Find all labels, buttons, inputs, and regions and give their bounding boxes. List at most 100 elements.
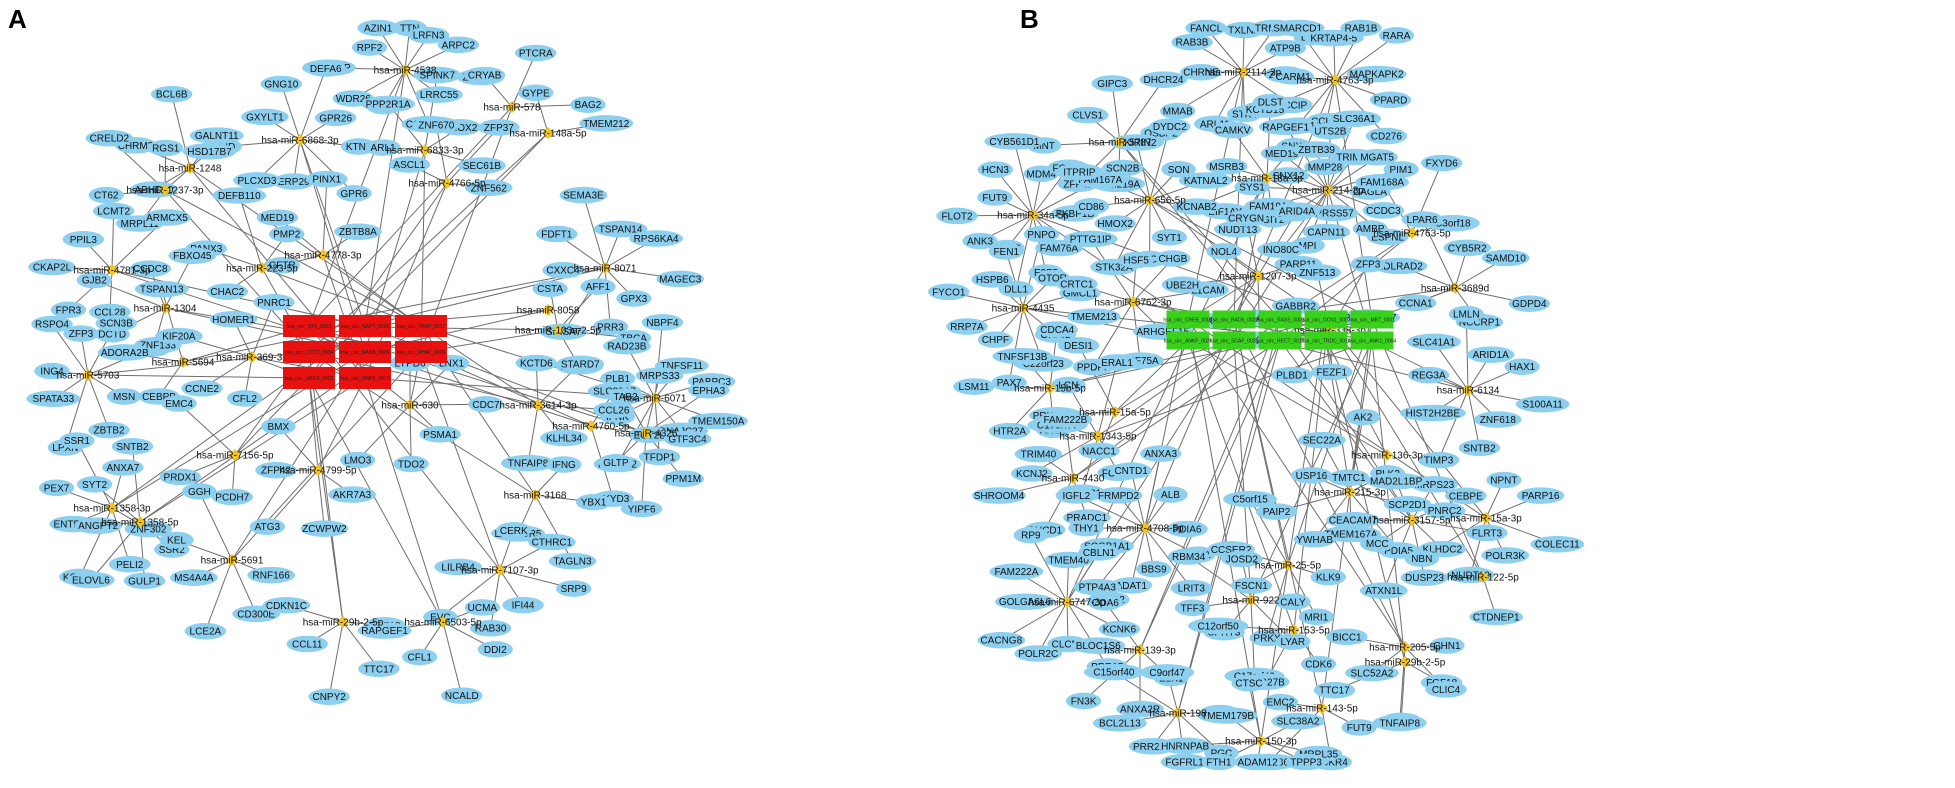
gene-node-golga6l6[interactable]: GOLGA6L6 xyxy=(994,593,1056,610)
gene-node-rspo4[interactable]: RSPO4 xyxy=(31,315,73,333)
gene-node-gulp1[interactable]: GULP1 xyxy=(123,572,166,590)
gene-node-lce2a[interactable]: LCE2A xyxy=(184,622,227,640)
gene-node-cyb5r2[interactable]: CYB5R2 xyxy=(1443,239,1492,257)
gene-node-lmo3[interactable]: LMO3 xyxy=(340,451,376,469)
gene-node-tagln3[interactable]: TAGLN3 xyxy=(548,552,597,570)
mirna-node-hsa-mir-4538[interactable]: hsa-miR-4538 xyxy=(374,64,437,77)
gene-node-lcmt2[interactable]: LCMT2 xyxy=(92,202,135,220)
gene-node-kctd6[interactable]: KCTD6 xyxy=(515,354,558,372)
gene-node-tmem213[interactable]: TMEM213 xyxy=(1066,308,1121,325)
circrna-node-hsa-circ-trap[interactable]: hsa_circ_TRAP_0017 xyxy=(395,315,447,337)
mirna-node-hsa-mir-1304[interactable]: hsa-miR-1304 xyxy=(134,302,197,315)
gene-node-arl1[interactable]: ARL1 xyxy=(365,139,401,156)
circrna-node-hsa-circ-scaf[interactable]: hsa_circ_SCAF_0025 xyxy=(1210,331,1259,350)
mirna-node-hsa-mir-15a-5p[interactable]: hsa-miR-15a-5p xyxy=(1079,406,1151,419)
mirna-node-hsa-mir-6134[interactable]: hsa-miR-6134 xyxy=(1437,384,1500,397)
gene-node-stard7[interactable]: STARD7 xyxy=(556,355,605,373)
gene-node-msn[interactable]: MSN xyxy=(106,388,142,405)
gene-node-c15orf40[interactable]: C15orf40 xyxy=(1083,663,1144,681)
gene-node-cftr[interactable]: CFTR xyxy=(264,256,300,274)
circrna-node-hsa-circ-ranb[interactable]: hsa_circ_RANB_0006 xyxy=(339,341,391,363)
gene-node-fn3k[interactable]: FN3K xyxy=(1065,692,1102,710)
circrna-node-hsa-circ-cct2[interactable]: hsa_circ_CCT2_0004 xyxy=(283,341,335,363)
mirna-node-hsa-mir-5694[interactable]: hsa-miR-5694 xyxy=(152,356,215,369)
gene-node-zbtb8a[interactable]: ZBTB8A xyxy=(334,223,382,240)
gene-node-lilrb4[interactable]: LILRB4 xyxy=(434,558,482,576)
gene-node-caly[interactable]: CALY xyxy=(1275,593,1311,611)
gene-node-ing4[interactable]: ING4 xyxy=(34,362,70,380)
gene-node-rad23b[interactable]: RAD23B xyxy=(603,337,651,355)
gene-node-pnrc2[interactable]: PNRC2 xyxy=(1423,502,1466,519)
circrna-node-hsa-circ-abca[interactable]: hsa_circ_ABCA_0002 xyxy=(283,367,335,389)
gene-node-hspb6[interactable]: HSPB6 xyxy=(971,271,1013,288)
gene-node-desi1[interactable]: DESI1 xyxy=(1057,337,1100,354)
gene-node-peli2[interactable]: PELI2 xyxy=(108,556,151,573)
gene-node-hsf5[interactable]: HSF5 xyxy=(1118,251,1154,269)
mirna-node-hsa-mir-4766-5p[interactable]: hsa-miR-4766-5p xyxy=(408,177,486,190)
gene-node-ino80c[interactable]: INO80C xyxy=(1257,241,1305,258)
gene-node-cdc7[interactable]: CDC7 xyxy=(468,396,504,413)
mirna-node-hsa-mir-205-5p[interactable]: hsa-miR-205-5p xyxy=(1369,641,1441,654)
gene-node-tab2[interactable]: TAB2 xyxy=(607,388,644,405)
mirna-node-hsa-mir-29b-2-5p[interactable]: hsa-miR-29b-2-5p xyxy=(303,616,384,629)
gene-node-sys1[interactable]: SYS1 xyxy=(1234,178,1270,196)
gene-node-bbs9[interactable]: BBS9 xyxy=(1136,560,1172,578)
gene-node-fam168a[interactable]: FAM168A xyxy=(1355,173,1410,191)
gene-node-atg3[interactable]: ATG3 xyxy=(249,518,286,535)
mirna-node-hsa-mir-630[interactable]: hsa-miR-630 xyxy=(381,399,439,412)
gene-node-ucma[interactable]: UCMA xyxy=(464,599,501,616)
gene-node-ncald[interactable]: NCALD xyxy=(441,687,483,704)
gene-node-lpar6[interactable]: LPAR6 xyxy=(1401,211,1443,228)
gene-node-tfdp1[interactable]: TFDP1 xyxy=(638,448,681,466)
gene-node-camkv[interactable]: CAMKV xyxy=(1211,121,1254,139)
gene-node-pnpo[interactable]: PNPO xyxy=(1023,226,1060,243)
gene-node-cbln1[interactable]: CBLN1 xyxy=(1078,544,1120,561)
gene-node-zcwpw2[interactable]: ZCWPW2 xyxy=(300,520,349,537)
circrna-node-hsa-circ-rhat[interactable]: hsa_circ_RHAT_0003 xyxy=(395,341,447,363)
gene-node-mrps33[interactable]: MRPS33 xyxy=(635,367,684,384)
gene-node-sec22a[interactable]: SEC22A xyxy=(1298,431,1346,449)
gene-node-ptcra[interactable]: PTCRA xyxy=(515,44,557,62)
gene-node-creld2[interactable]: CRELD2 xyxy=(85,129,134,147)
gene-node-pax7[interactable]: PAX7 xyxy=(991,374,1027,391)
gene-node-defb110[interactable]: DEFB110 xyxy=(212,187,267,204)
gene-node-magec3[interactable]: MAGEC3 xyxy=(656,270,705,288)
gene-node-gltp[interactable]: GLTP xyxy=(598,454,634,471)
mirna-node-hsa-mir-215-3p[interactable]: hsa-miR-215-3p xyxy=(1314,486,1386,499)
gene-node-crygn[interactable]: CRYGN xyxy=(1225,209,1267,227)
mirna-node-hsa-mir-6833-3p[interactable]: hsa-miR-6833-3p xyxy=(386,144,464,157)
gene-node-tnfaip8[interactable]: TNFAIP8 xyxy=(501,454,555,472)
gene-node-tspan13[interactable]: TSPAN13 xyxy=(134,280,189,298)
circrna-node-hsa-circ-rad5[interactable]: hsa_circ_RAD5_0022 xyxy=(1210,310,1259,329)
gene-node-clvs1[interactable]: CLVS1 xyxy=(1067,106,1109,124)
gene-node-thy1[interactable]: THY1 xyxy=(1068,519,1104,537)
gene-node-akr7a3[interactable]: AKR7A3 xyxy=(328,486,376,503)
gene-node-lcn[interactable]: LCN xyxy=(1051,376,1086,394)
gene-node-pdia6[interactable]: PDIA6 xyxy=(1166,520,1208,538)
mirna-node-hsa-mir-214-3p[interactable]: hsa-miR-214-3p xyxy=(1292,184,1364,197)
gene-node-cfl2[interactable]: CFL2 xyxy=(227,390,263,407)
gene-node-ccne2[interactable]: CCNE2 xyxy=(181,380,223,397)
gene-node-ifng[interactable]: IFNG xyxy=(546,456,582,473)
mirna-node-hsa-mir-1358-5p[interactable]: hsa-miR-1358-5p xyxy=(101,516,179,529)
gene-node-itprip[interactable]: ITPRIP xyxy=(1055,163,1104,181)
circrna-node-hsa-circ-trdc[interactable]: hsa_circ_TRDC_0014 xyxy=(1301,331,1351,350)
gene-node-rgs1[interactable]: RGS1 xyxy=(148,139,184,157)
gene-node-polr2c[interactable]: POLR2C xyxy=(1014,645,1063,662)
mirna-node-hsa-mir-223-5p[interactable]: hsa-miR-223-5p xyxy=(226,262,298,275)
gene-node-hist2h2be[interactable]: HIST2H2BE xyxy=(1399,404,1467,422)
mirna-node-hsa-mir-1207-3p[interactable]: hsa-miR-1207-3p xyxy=(1219,270,1297,283)
gene-node-timp3[interactable]: TIMP3 xyxy=(1417,451,1460,469)
gene-node-znf670[interactable]: ZNF670 xyxy=(412,116,461,134)
gene-node-tdo2[interactable]: TDO2 xyxy=(393,455,429,473)
mirna-node-hsa-mir-1237-3p[interactable]: hsa-miR-1237-3p xyxy=(126,184,204,197)
gene-node-znf618[interactable]: ZNF618 xyxy=(1473,411,1522,428)
gene-node-kel[interactable]: KEL xyxy=(159,531,194,549)
gene-node-lrrc55[interactable]: LRRC55 xyxy=(415,86,463,103)
mirna-node-hsa-mir-7107-3p[interactable]: hsa-miR-7107-3p xyxy=(461,564,539,577)
gene-node-mapkapk2[interactable]: MAPKAPK2 xyxy=(1346,65,1407,83)
gene-node-ssr1[interactable]: SSR1 xyxy=(59,432,95,449)
mirna-node-hsa-mir-1358-3p[interactable]: hsa-miR-1358-3p xyxy=(73,502,151,515)
gene-node-eral1[interactable]: ERAL1 xyxy=(1096,354,1138,371)
gene-node-gjb2[interactable]: GJB2 xyxy=(76,271,112,289)
